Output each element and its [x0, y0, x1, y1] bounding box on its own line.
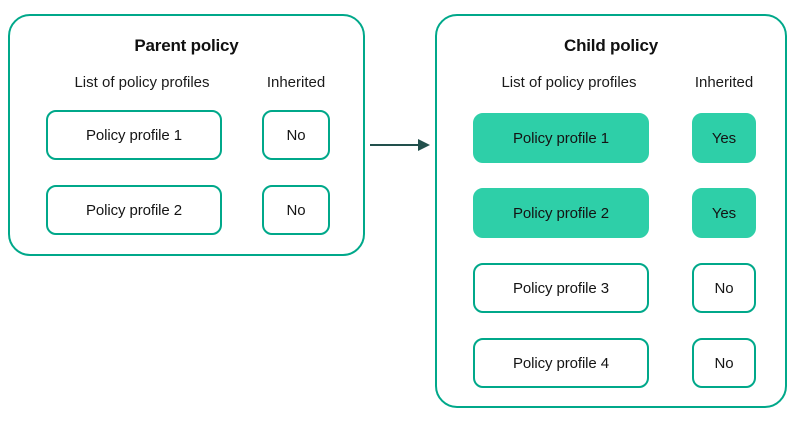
child-column-headers: List of policy profiles Inherited — [437, 74, 785, 96]
parent-column-headers: List of policy profiles Inherited — [10, 74, 363, 96]
child-inherited-chip-2[interactable]: Yes — [692, 188, 756, 238]
child-column-header-inherited: Inherited — [694, 74, 754, 91]
child-profile-chip-3[interactable]: Policy profile 3 — [473, 263, 649, 313]
child-inherited-chip-4[interactable]: No — [692, 338, 756, 388]
table-row: Policy profile 1 No — [10, 110, 363, 160]
parent-column-header-profiles: List of policy profiles — [74, 74, 210, 91]
parent-profile-chip-2[interactable]: Policy profile 2 — [46, 185, 222, 235]
parent-policy-title: Parent policy — [134, 36, 239, 55]
table-row: Policy profile 3 No — [437, 263, 785, 313]
child-inherited-chip-3[interactable]: No — [692, 263, 756, 313]
child-policy-title: Child policy — [564, 36, 658, 55]
child-profile-chip-4[interactable]: Policy profile 4 — [473, 338, 649, 388]
table-row: Policy profile 4 No — [437, 338, 785, 388]
parent-column-header-inherited: Inherited — [266, 74, 326, 91]
child-column-header-profiles: List of policy profiles — [501, 74, 637, 91]
child-policy-panel: Child policy List of policy profiles Inh… — [435, 14, 787, 408]
parent-inherited-chip-1[interactable]: No — [262, 110, 330, 160]
table-row: Policy profile 1 Yes — [437, 113, 785, 163]
table-row: Policy profile 2 Yes — [437, 188, 785, 238]
child-profile-chip-1[interactable]: Policy profile 1 — [473, 113, 649, 163]
child-inherited-chip-1[interactable]: Yes — [692, 113, 756, 163]
child-profile-chip-2[interactable]: Policy profile 2 — [473, 188, 649, 238]
parent-profile-chip-1[interactable]: Policy profile 1 — [46, 110, 222, 160]
parent-inherited-chip-2[interactable]: No — [262, 185, 330, 235]
table-row: Policy profile 2 No — [10, 185, 363, 235]
parent-policy-panel: Parent policy List of policy profiles In… — [8, 14, 365, 256]
arrow-right-icon — [370, 134, 430, 156]
